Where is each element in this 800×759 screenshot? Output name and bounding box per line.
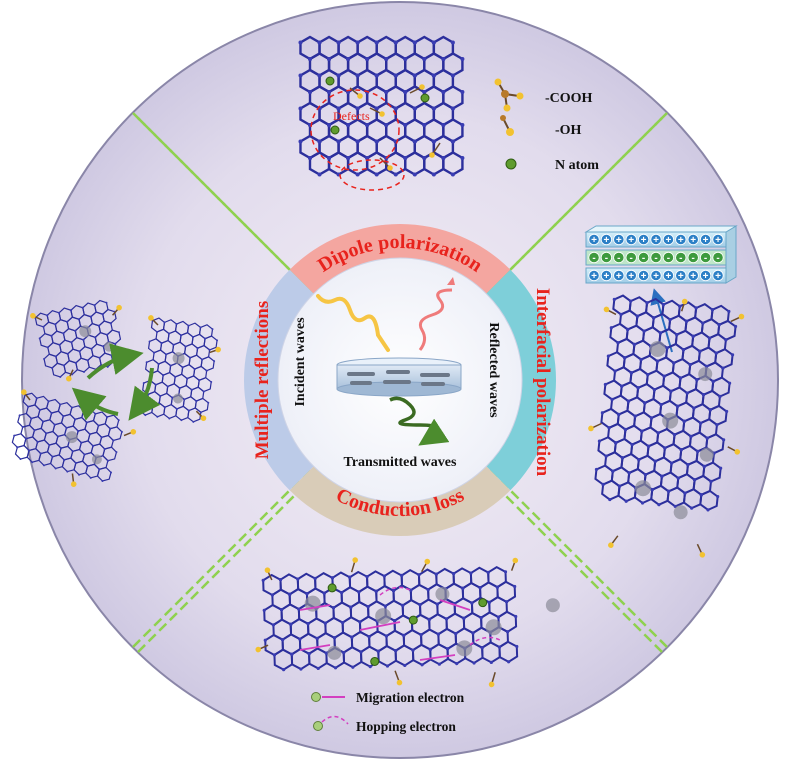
band-conduction-loss bbox=[289, 466, 511, 536]
legend-cooh: -COOH bbox=[545, 91, 593, 106]
svg-text:-: - bbox=[630, 253, 633, 264]
label-defects: Defects bbox=[333, 109, 370, 123]
svg-text:+: + bbox=[616, 235, 622, 246]
svg-text:+: + bbox=[690, 235, 696, 246]
svg-text:-: - bbox=[642, 253, 645, 264]
mechanism-ring bbox=[244, 224, 556, 536]
electron-legend: Migration electron Hopping electron bbox=[311, 690, 465, 734]
svg-text:-: - bbox=[667, 253, 670, 264]
legend-oh: -OH bbox=[555, 123, 582, 138]
reflected-wave bbox=[418, 288, 453, 351]
svg-text:+: + bbox=[641, 271, 647, 282]
label-reflected-waves: Reflected waves bbox=[486, 322, 501, 418]
oh-icon bbox=[500, 115, 514, 136]
band-interfacial-polarization bbox=[486, 269, 556, 491]
n-atom-icon bbox=[505, 158, 517, 170]
legend-hopping-electron: Hopping electron bbox=[356, 719, 456, 734]
reflected-wave-arrowhead bbox=[447, 277, 455, 285]
hopping-electron-icon bbox=[313, 721, 323, 731]
graphene-lattice-right bbox=[588, 294, 745, 558]
svg-text:+: + bbox=[591, 271, 597, 282]
label-incident-waves: Incident waves bbox=[293, 317, 308, 407]
graphene-lattice-top bbox=[298, 35, 465, 177]
svg-text:+: + bbox=[678, 271, 684, 282]
graphene-sheets-left bbox=[11, 299, 221, 487]
svg-text:+: + bbox=[703, 271, 709, 282]
svg-text:+: + bbox=[715, 271, 721, 282]
transmitted-wave bbox=[389, 396, 450, 446]
absorber-slab bbox=[336, 357, 462, 397]
svg-text:+: + bbox=[641, 235, 647, 246]
svg-text:+: + bbox=[616, 271, 622, 282]
graphene-lattice-bottom bbox=[255, 557, 560, 688]
svg-text:+: + bbox=[703, 235, 709, 246]
defects-ring bbox=[310, 89, 400, 171]
functional-group-legend: -COOH -OH N atom bbox=[494, 78, 599, 173]
svg-text:-: - bbox=[692, 253, 695, 264]
svg-text:+: + bbox=[678, 235, 684, 246]
label-multiple-reflections: Multiple reflections bbox=[252, 301, 273, 459]
svg-text:+: + bbox=[715, 235, 721, 246]
svg-text:+: + bbox=[653, 271, 659, 282]
svg-text:-: - bbox=[716, 253, 719, 264]
label-interfacial-polarization: Interfacial polarization bbox=[532, 288, 553, 477]
svg-text:-: - bbox=[679, 253, 682, 264]
rotation-arrows bbox=[71, 343, 161, 421]
svg-text:-: - bbox=[617, 253, 620, 264]
label-transmitted-waves: Transmitted waves bbox=[344, 455, 457, 470]
legend-n-atom: N atom bbox=[555, 158, 599, 173]
hopping-path-icon bbox=[321, 715, 349, 725]
svg-text:+: + bbox=[628, 235, 634, 246]
svg-text:-: - bbox=[592, 253, 595, 264]
legend-migration-electron: Migration electron bbox=[356, 690, 465, 705]
svg-text:-: - bbox=[704, 253, 707, 264]
interface-arrow bbox=[650, 288, 673, 353]
svg-text:+: + bbox=[665, 235, 671, 246]
svg-text:+: + bbox=[603, 235, 609, 246]
band-multiple-reflections bbox=[244, 269, 314, 491]
svg-text:+: + bbox=[665, 271, 671, 282]
migration-electron-icon bbox=[311, 692, 321, 702]
svg-text:+: + bbox=[603, 271, 609, 282]
svg-text:+: + bbox=[690, 271, 696, 282]
svg-text:+: + bbox=[653, 235, 659, 246]
incident-wave bbox=[316, 294, 390, 352]
svg-text:-: - bbox=[605, 253, 608, 264]
cooh-icon bbox=[494, 78, 524, 112]
charge-layer-stack: +++++++++++-----------+++++++++++ bbox=[584, 225, 738, 284]
svg-text:+: + bbox=[591, 235, 597, 246]
svg-text:-: - bbox=[654, 253, 657, 264]
svg-text:+: + bbox=[628, 271, 634, 282]
defects-ring-small bbox=[339, 159, 405, 191]
band-dipole-polarization bbox=[289, 224, 511, 294]
